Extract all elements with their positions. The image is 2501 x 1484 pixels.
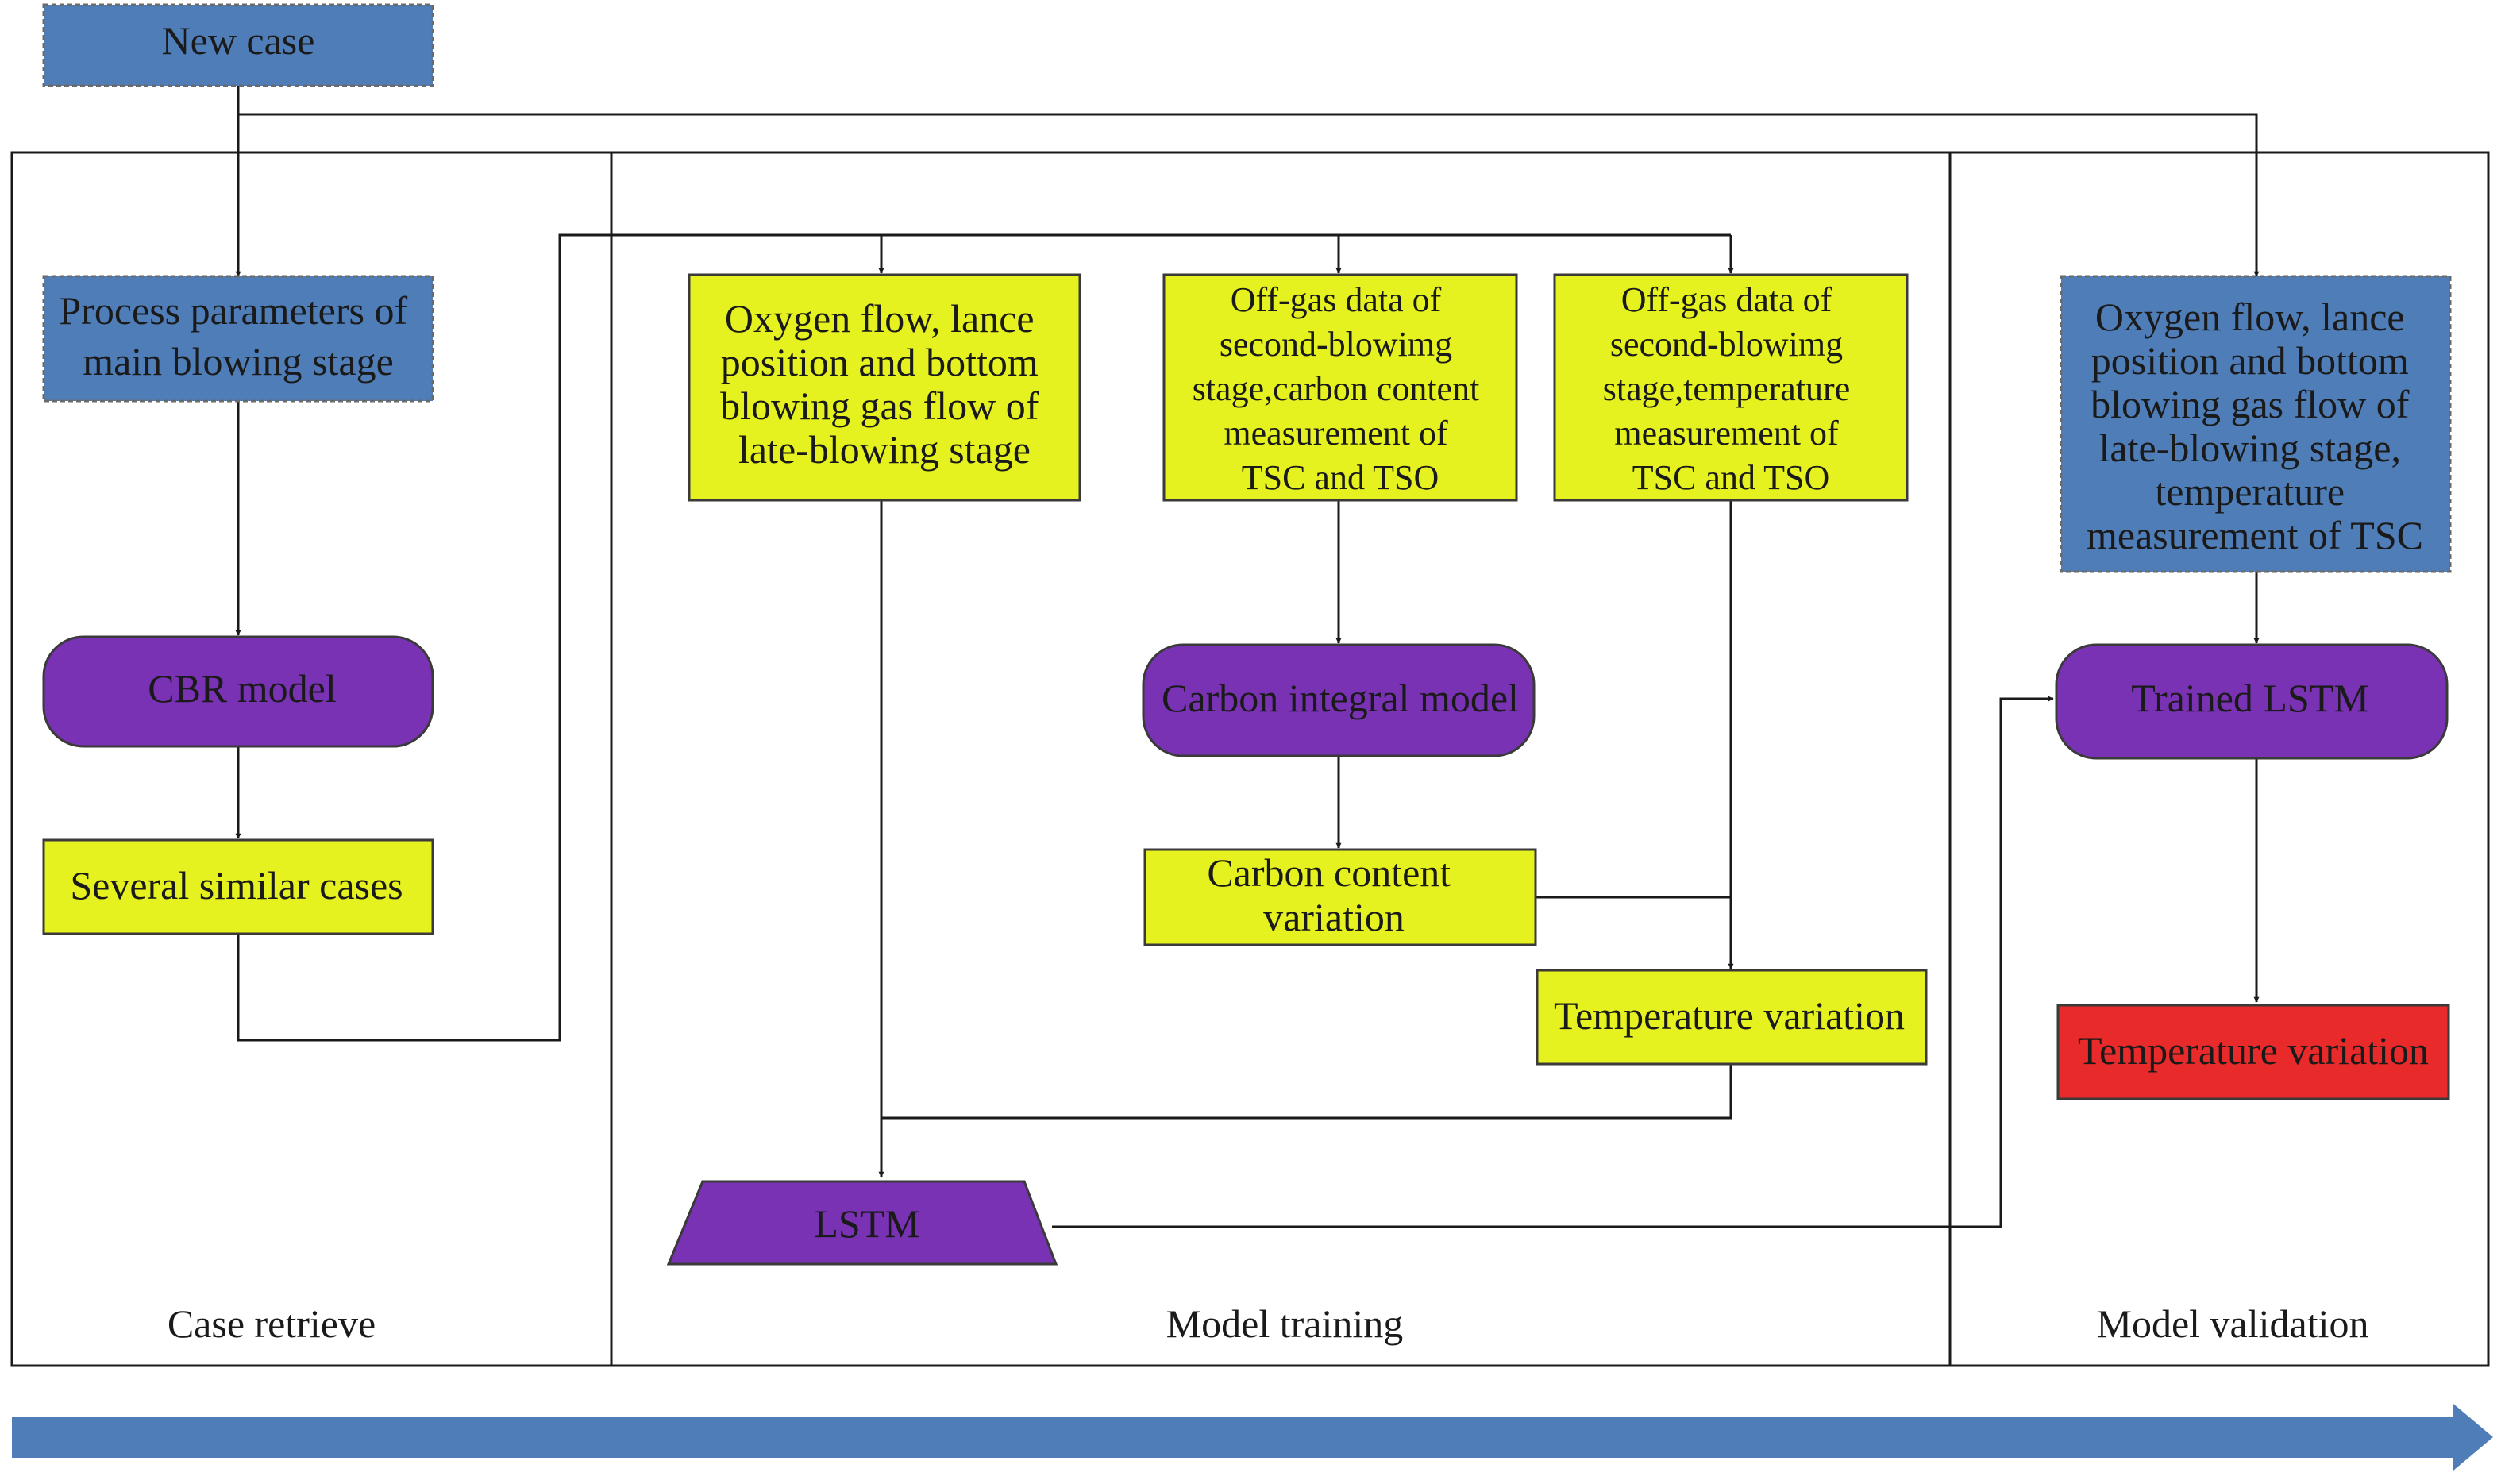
model-validation-title: Model validation [2097,1301,2369,1346]
cbr-model-label: CBR model [148,666,337,711]
temperature-variation-training-label: Temperature variation [1554,993,1905,1038]
temperature-variation-training-node: Temperature variation [1536,969,1928,1066]
carbon-integral-model-node: Carbon integral model [1142,643,1536,757]
lstm-label: LSTM [814,1201,919,1246]
offgas-temperature-label: Off-gas data of second-blowimg stage,tem… [1603,280,1859,497]
process-parameters-node: Process parameters of main blowing stage [42,275,434,403]
similar-cases-label: Several similar cases [70,863,403,908]
trained-lstm-label: Trained LSTM [2131,676,2369,720]
carbon-content-variation-node: Carbon content variation [1143,848,1537,946]
carbon-integral-model-label: Carbon integral model [1162,676,1519,720]
connectors [235,86,2260,1228]
edge-similar-bus [237,233,1731,1042]
edge-lstm-trained [1052,696,2054,1228]
validation-inputs-node: Oxygen flow, lance position and bottom b… [2060,275,2452,573]
process-parameters-label: Process parameters of main blowing stage [59,288,417,384]
temperature-variation-output-node: Temperature variation [2056,1004,2450,1100]
process-direction-arrow [12,1404,2493,1471]
case-retrieve-title: Case retrieve [168,1301,376,1346]
model-validation-panel [1948,151,2490,1367]
edge-newcase-validation [238,113,2260,277]
oxygen-flow-late-label: Oxygen flow, lance position and bottom b… [720,296,1049,472]
trained-lstm-node: Trained LSTM [2055,643,2449,760]
model-training-title: Model training [1166,1301,1404,1346]
cbr-model-node: CBR model [42,635,434,748]
new-case-node: New case [42,3,434,87]
offgas-temperature-node: Off-gas data of second-blowimg stage,tem… [1553,273,1909,502]
carbon-content-variation-label: Carbon content variation [1207,850,1460,939]
similar-cases-node: Several similar cases [42,838,434,935]
lstm-node: LSTM [666,1180,1058,1266]
oxygen-flow-late-node: Oxygen flow, lance position and bottom b… [688,273,1081,502]
temperature-variation-output-label: Temperature variation [2078,1028,2429,1073]
validation-inputs-label: Oxygen flow, lance position and bottom b… [2087,295,2423,557]
edge-temp-variation-lstm [881,1064,1732,1120]
offgas-carbon-node: Off-gas data of second-blowimg stage,car… [1162,273,1518,502]
offgas-carbon-label: Off-gas data of second-blowimg stage,car… [1193,280,1489,497]
new-case-label: New case [162,18,315,63]
